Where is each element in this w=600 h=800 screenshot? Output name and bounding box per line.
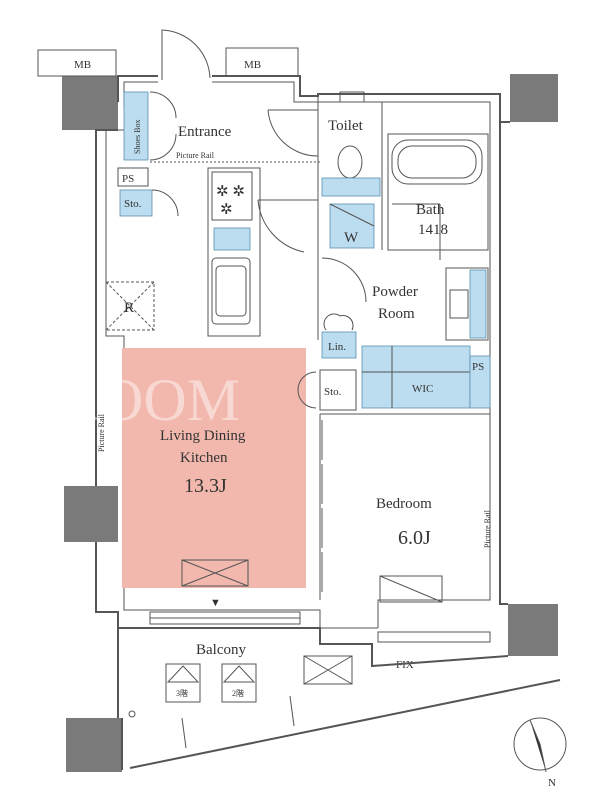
entrance-label: Entrance (178, 124, 232, 140)
wic-area (361, 345, 471, 409)
shoes-box-door (149, 91, 177, 161)
ldk-window-marker: ▼ (210, 597, 221, 609)
ps-top-box (117, 167, 149, 187)
shoes-box (123, 91, 149, 161)
mb-left-box (37, 49, 117, 77)
ldk-label-line2: Kitchen (180, 450, 228, 466)
ps-top-label: PS (122, 173, 134, 185)
powder-label-line2: Room (378, 306, 415, 322)
lin-box (321, 331, 357, 359)
hatch-3f-label: 3階 (176, 688, 188, 698)
shoes-box-label: Shoes Box (133, 120, 142, 154)
sto-mid-door (297, 371, 317, 409)
column-top-left (62, 76, 118, 130)
sto-mid-label: Sto. (324, 386, 342, 398)
balcony-partition-1 (181, 717, 187, 749)
powder-label-line1: Powder (372, 284, 418, 300)
bath-label: Bath (416, 202, 445, 218)
toilet-label: Toilet (328, 118, 364, 134)
sto-mid-box (319, 369, 357, 411)
sto-top-door (151, 189, 179, 217)
kitchen-sink (211, 257, 251, 325)
kitchen-wet (213, 227, 251, 251)
ldk-size: 13.3J (184, 475, 227, 497)
north-label: N (548, 777, 556, 789)
ldk-area (122, 348, 306, 588)
toilet-bowl (337, 145, 363, 179)
stove-burner-2: ✲ (220, 202, 233, 218)
bathtub-inner (397, 145, 477, 179)
ldk-floor-hatch (181, 559, 249, 587)
north-arrow-icon: N (513, 717, 567, 789)
ps-right-label: PS (472, 361, 484, 373)
powder-door (321, 257, 367, 303)
bedroom-label: Bedroom (376, 496, 432, 512)
entrance-door (161, 29, 211, 80)
bedroom-window (377, 631, 491, 643)
vanity-sink (449, 289, 469, 319)
hatch-2f-tri (222, 665, 256, 683)
bath-area (387, 133, 489, 251)
bath-size: 1418 (418, 222, 448, 238)
refrigerator-label: R (124, 300, 134, 316)
column-bottom-right (508, 604, 558, 656)
balcony-partition-2 (289, 695, 295, 727)
ldk-door (257, 199, 318, 253)
washer-label: W (344, 230, 359, 246)
column-mid-left (64, 486, 118, 542)
mb-right-label: MB (244, 59, 261, 71)
stove (211, 171, 253, 221)
picture-rail-bedroom-label: Picture Rail (483, 509, 492, 548)
mb-right-box (225, 47, 299, 77)
washer-box (329, 203, 375, 249)
picture-rail-entrance-label: Picture Rail (176, 151, 215, 160)
ac-unit (303, 655, 353, 685)
picture-rail-ldk-label: Picture Rail (97, 413, 106, 452)
balcony-outline (118, 627, 561, 770)
vanity-wet (469, 269, 487, 339)
bath-door (392, 203, 441, 260)
bathtub (391, 139, 483, 185)
vanity (445, 267, 489, 341)
refrigerator-diag-2 (105, 281, 155, 331)
hatch-2f-label: 2階 (232, 688, 244, 698)
bedroom-floor-hatch-diag (379, 575, 443, 603)
ldk-floor-hatch-diag (181, 559, 249, 587)
sto-top-label: Sto. (124, 198, 142, 210)
toilet-tank-top (339, 91, 365, 103)
watermark: ROOM (60, 367, 240, 433)
drain (128, 710, 136, 718)
lin-label: Lin. (328, 341, 346, 353)
ac-unit-diag (303, 655, 353, 685)
column-bottom-left (66, 718, 122, 772)
ldk-label-line1: Living Dining (160, 428, 246, 444)
refrigerator-diag-1 (105, 281, 155, 331)
mb-left-label: MB (74, 59, 91, 71)
ps-right-box (469, 355, 491, 409)
column-top-right (510, 74, 558, 122)
hatch-3f (165, 663, 201, 703)
toilet-wet (321, 177, 381, 197)
kitchen-counter (207, 167, 261, 337)
washer-diag (329, 203, 375, 227)
balcony-label: Balcony (196, 642, 246, 658)
sto-top-box (119, 189, 153, 217)
fix-label: FIX (396, 659, 414, 671)
bedroom-floor-hatch (379, 575, 443, 603)
hall-door (267, 109, 319, 157)
hatch-3f-tri (166, 665, 200, 683)
lin-door (323, 313, 354, 331)
refrigerator (105, 281, 155, 331)
wic-label: WIC (412, 383, 433, 395)
hatch-2f (221, 663, 257, 703)
kitchen-sink-inner (215, 265, 247, 317)
bedroom-size: 6.0J (398, 527, 431, 549)
stove-burners: ✲ ✲ (216, 184, 245, 200)
